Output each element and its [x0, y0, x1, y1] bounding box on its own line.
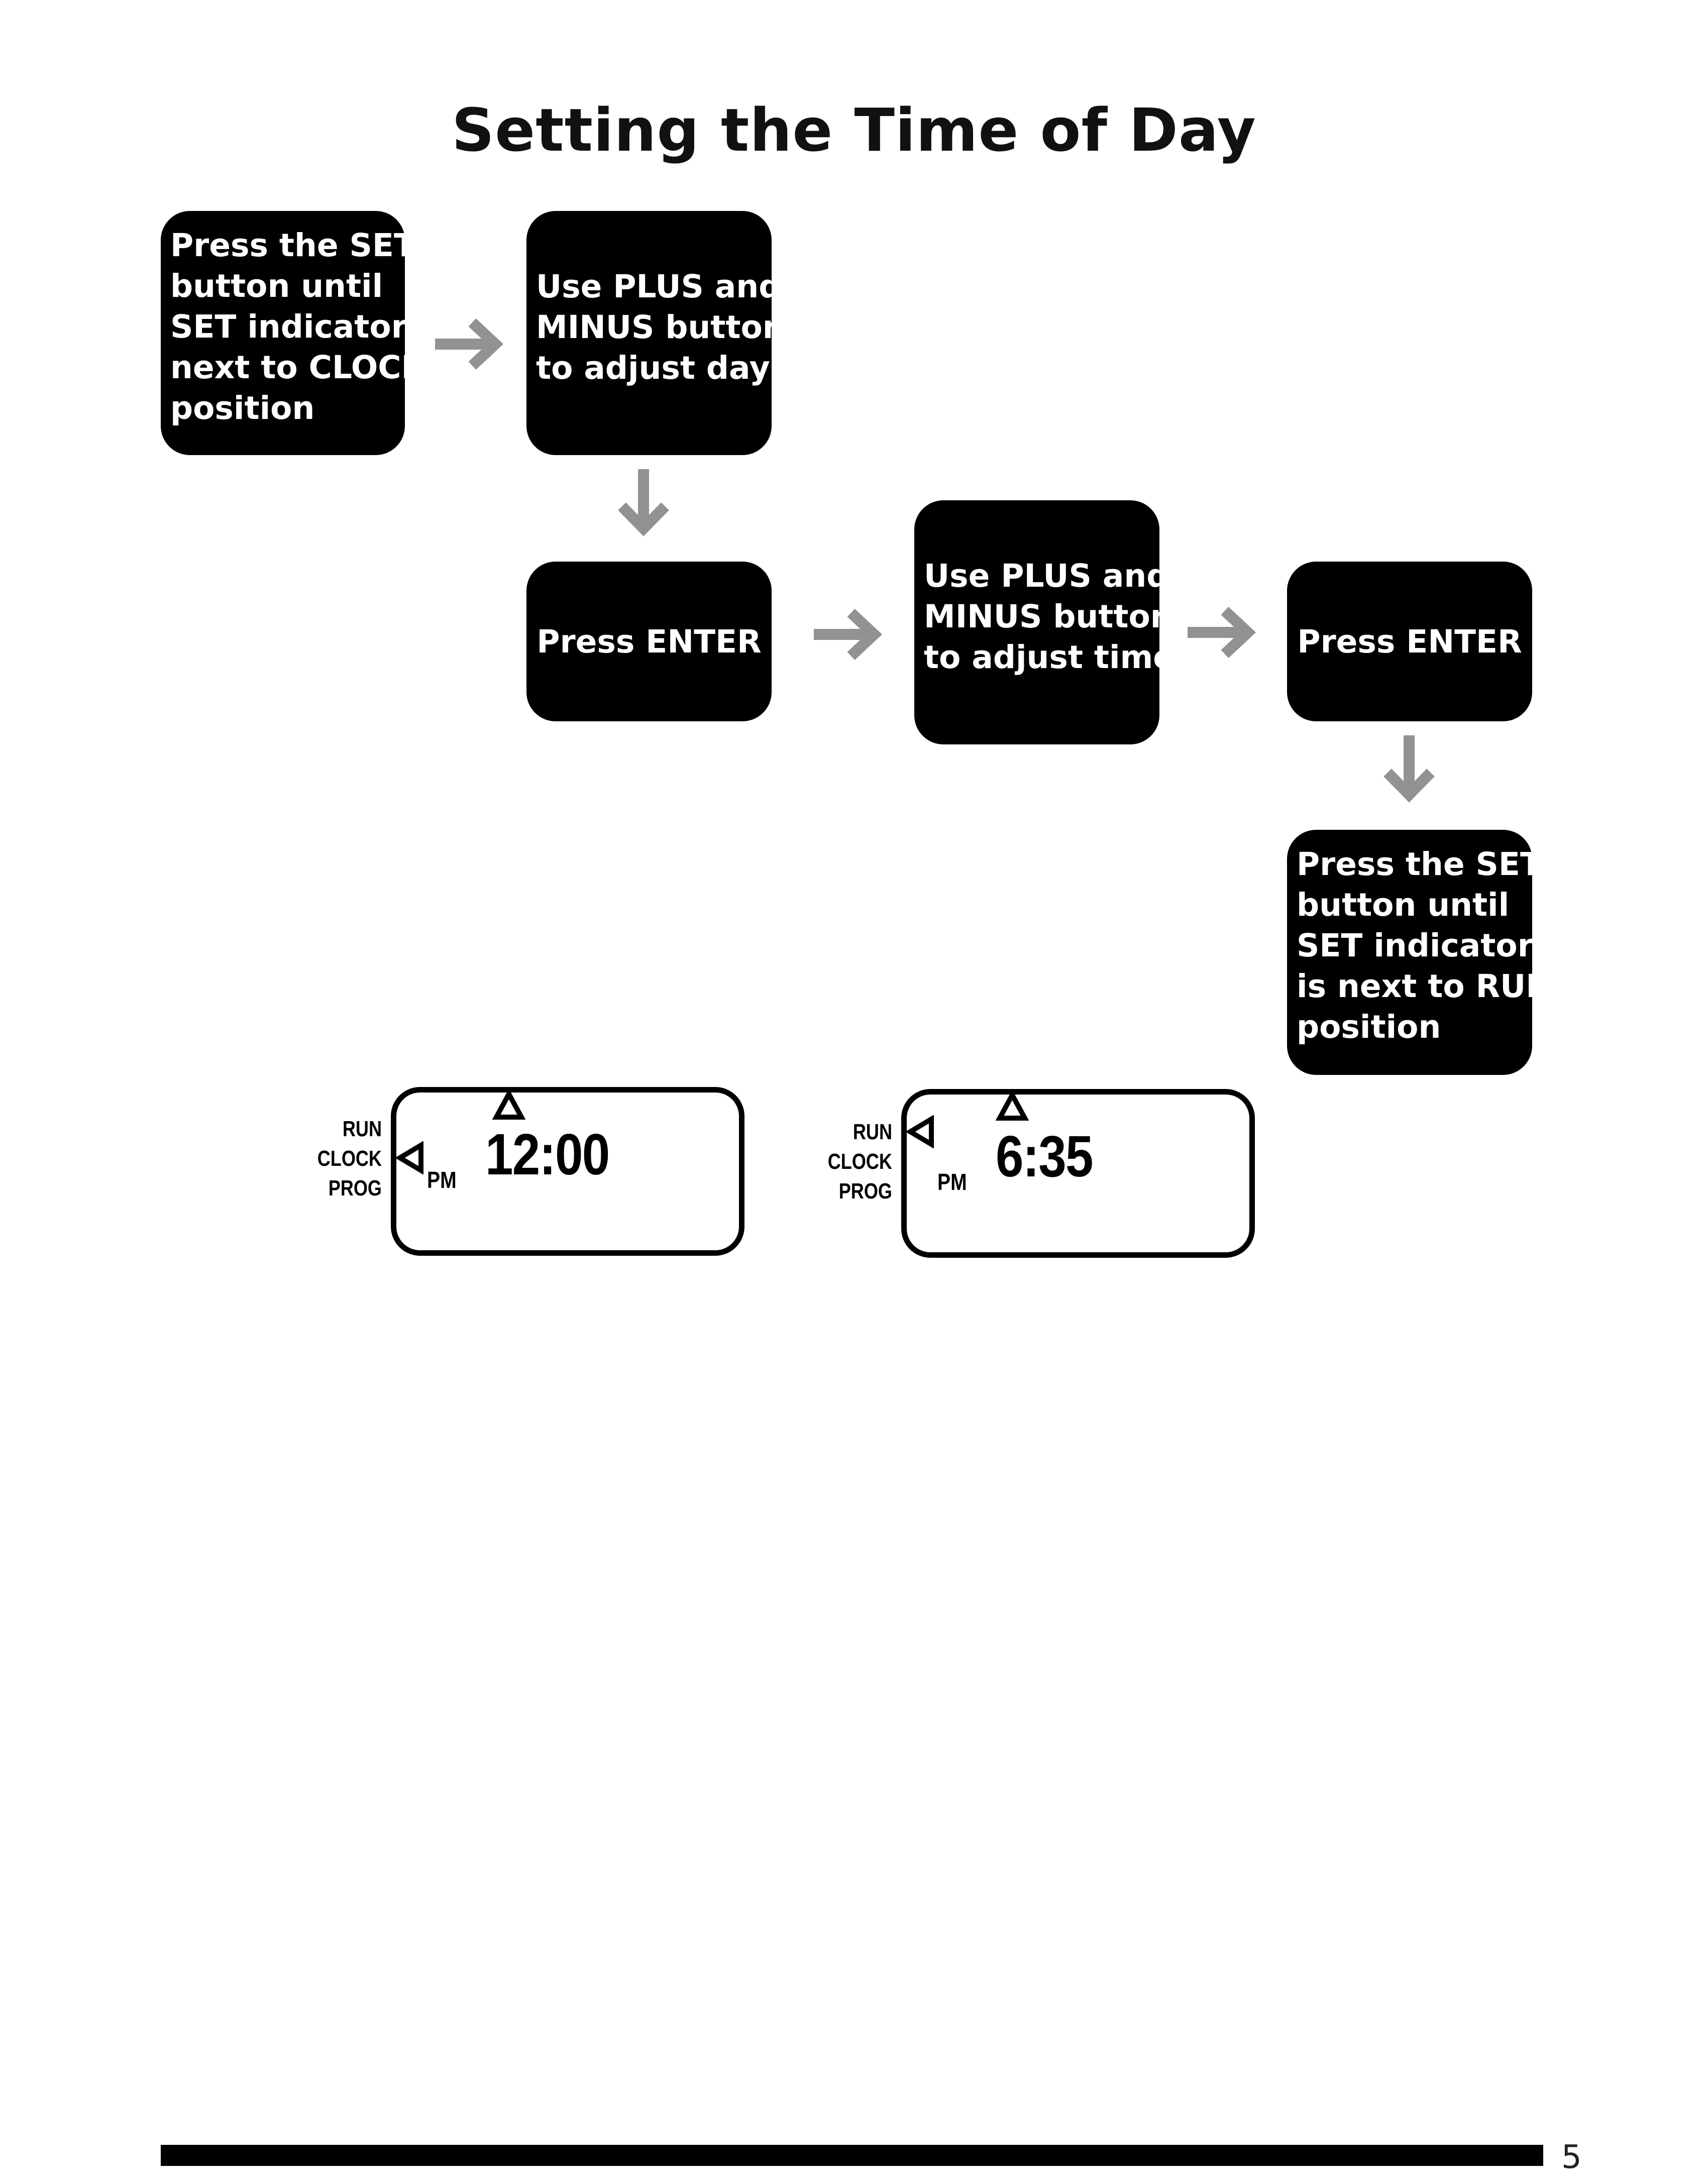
label-prog: PROG: [328, 1176, 382, 1201]
triangle-left-icon: [395, 1141, 423, 1174]
step-line: MINUS buttons: [924, 598, 1192, 635]
step-line: Press ENTER: [537, 623, 762, 660]
step-line: Press the SET: [170, 227, 415, 264]
arrow-right-icon: [435, 318, 504, 370]
pm-indicator: PM: [427, 1167, 457, 1193]
time-readout: 6:35: [996, 1124, 1094, 1189]
step-line: next to CLOCK: [170, 349, 426, 386]
arrow-right-icon: [1188, 606, 1256, 659]
mode-labels: RUN CLOCK PROG: [299, 1114, 382, 1203]
step-line: SET indicator: [1297, 927, 1533, 964]
mode-labels: RUN CLOCK PROG: [810, 1117, 892, 1206]
step-press-enter-2: Press ENTER: [1287, 562, 1532, 721]
footer-rule: [161, 2145, 1543, 2166]
step-set-clock: Press the SET button until SET indicator…: [161, 211, 448, 455]
step-line: is next to RUN: [1297, 968, 1553, 1005]
triangle-left-icon: [905, 1115, 934, 1148]
arrow-down-icon: [1383, 735, 1435, 803]
label-clock: CLOCK: [827, 1149, 892, 1174]
step-line: Press ENTER: [1297, 623, 1522, 660]
time-readout: 12:00: [485, 1122, 610, 1187]
step-line: to adjust time: [924, 639, 1175, 676]
step-line: Use PLUS and: [924, 558, 1169, 594]
step-line: Use PLUS and: [536, 268, 782, 305]
step-line: position: [170, 390, 315, 426]
step-line: MINUS buttons: [536, 309, 804, 346]
page-title: Setting the Time of Day: [452, 95, 1256, 165]
step-adjust-time: Use PLUS and MINUS buttons to adjust tim…: [914, 500, 1192, 744]
label-run: RUN: [852, 1120, 892, 1144]
step-set-run: Press the SET button until SET indicator…: [1287, 830, 1553, 1075]
triangle-up-icon: [996, 1091, 1029, 1121]
step-adjust-day: Use PLUS and MINUS buttons to adjust day: [526, 211, 804, 455]
step-line: SET indicator is: [170, 308, 448, 345]
step-line: button until: [1297, 887, 1510, 923]
step-line: Press the SET: [1297, 846, 1542, 883]
lcd-screen: [901, 1089, 1255, 1258]
page-number: 5: [1561, 2139, 1582, 2176]
step-line: to adjust day: [536, 350, 770, 386]
step-line: position: [1297, 1009, 1441, 1045]
triangle-up-icon: [492, 1090, 525, 1120]
label-prog: PROG: [838, 1179, 892, 1204]
step-press-enter-1: Press ENTER: [526, 562, 772, 721]
lcd-screen: [391, 1087, 744, 1256]
label-clock: CLOCK: [317, 1146, 382, 1171]
pm-indicator: PM: [937, 1169, 967, 1195]
label-run: RUN: [342, 1117, 382, 1141]
arrow-right-icon: [814, 608, 883, 661]
arrow-down-icon: [618, 469, 669, 536]
step-line: button until: [170, 268, 383, 304]
